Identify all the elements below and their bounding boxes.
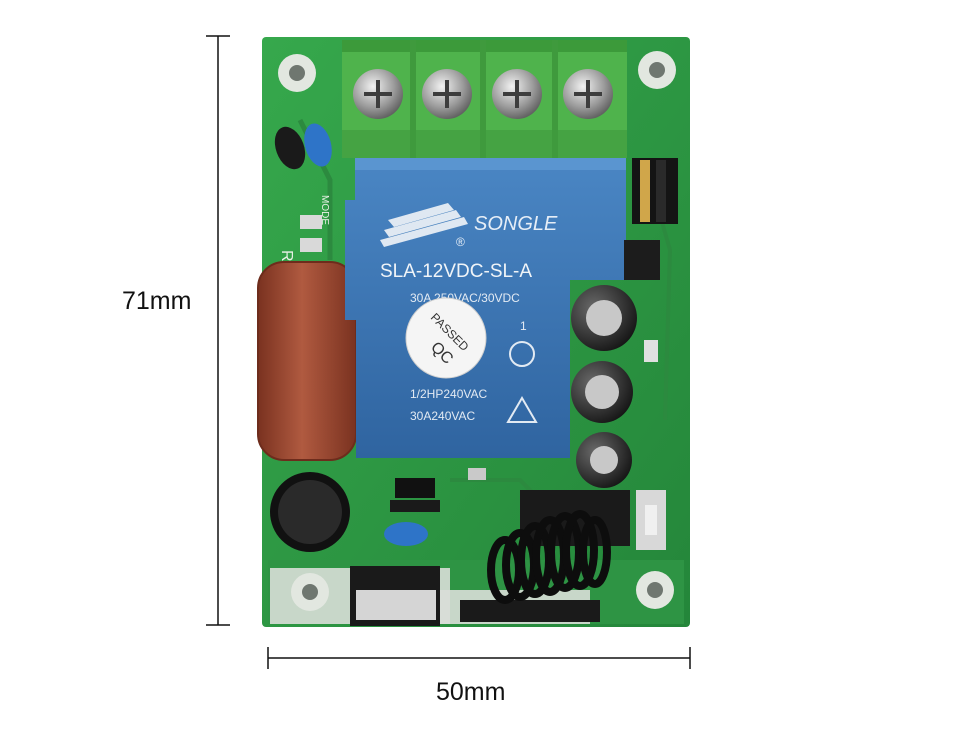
jumper-header: [624, 158, 678, 362]
electrolytic-capacitors: [571, 285, 637, 488]
film-capacitor: [257, 261, 357, 461]
ul-mark-icon: [509, 341, 535, 367]
width-dimension-label: 50mm: [436, 678, 506, 706]
width-dimension-line: [267, 647, 691, 669]
screw-terminal-block: [342, 40, 627, 158]
relay: SONGLE ® SLA-12VDC-SL-A 30A 250VAC/30VDC…: [345, 158, 626, 458]
height-dimension-label: 71mm: [122, 287, 192, 315]
qc-sticker: PASSED QC: [405, 297, 487, 379]
songle-logo-icon: [380, 203, 468, 247]
antenna-coil: [487, 510, 611, 604]
relay-model: SLA-12VDC-SL-A: [380, 261, 532, 282]
relay-brand: SONGLE: [474, 213, 558, 235]
relay-rating-3: 30A240VAC: [410, 409, 475, 423]
relay-index-mark: 1: [520, 319, 527, 333]
relay-rating-2: 1/2HP240VAC: [410, 387, 487, 401]
small-components-top-left: [274, 123, 332, 252]
registered-mark: ®: [456, 235, 465, 249]
mounting-hole-icon: [278, 51, 676, 611]
height-dimension-line: [206, 35, 230, 626]
mode-label: MODE: [319, 195, 330, 225]
varistor: [270, 472, 350, 552]
warning-triangle-icon: [506, 396, 538, 423]
